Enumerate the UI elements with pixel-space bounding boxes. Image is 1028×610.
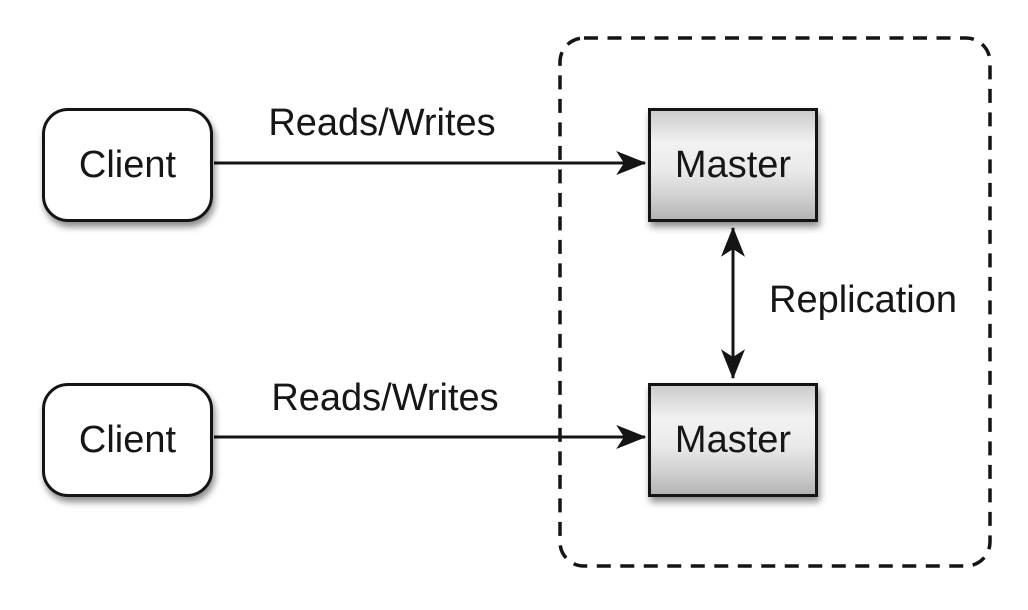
node-client-bottom: Client <box>42 383 213 497</box>
node-master-bottom: Master <box>648 383 818 497</box>
node-client-top: Client <box>42 108 213 222</box>
node-client-top-label: Client <box>78 144 177 186</box>
node-master-top: Master <box>648 108 818 222</box>
node-master-bottom-label: Master <box>674 419 792 461</box>
edge-label-reads-writes-top: Reads/Writes <box>268 102 496 144</box>
node-master-top-label: Master <box>674 144 792 186</box>
edge-label-replication: Replication <box>769 279 957 321</box>
node-client-bottom-label: Client <box>78 419 177 461</box>
replication-group-boundary <box>558 36 992 568</box>
edge-label-reads-writes-bottom: Reads/Writes <box>271 377 499 419</box>
